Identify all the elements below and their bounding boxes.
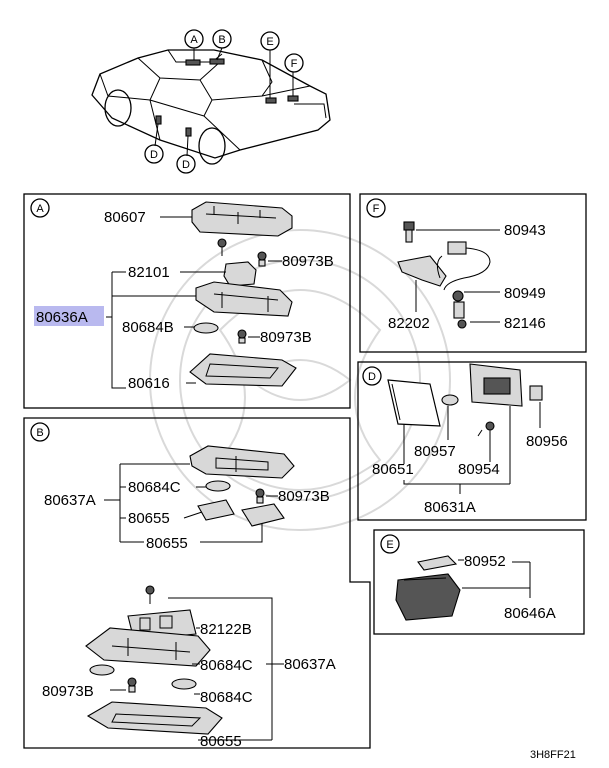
- panel-a: A 80607 82101 80973B: [23, 193, 351, 409]
- part-switch-wire[interactable]: [436, 241, 491, 291]
- car-marker-d-front[interactable]: D: [144, 144, 164, 164]
- part-80973b-bulb-3[interactable]: [255, 488, 265, 504]
- part-screw-a[interactable]: [217, 238, 227, 256]
- label-80684b[interactable]: 80684B: [122, 319, 174, 336]
- car-marker-e[interactable]: E: [260, 31, 280, 51]
- part-80684b-lens[interactable]: [193, 322, 219, 334]
- part-80973b-bulb-1[interactable]: [257, 251, 267, 267]
- svg-text:D: D: [368, 371, 376, 383]
- panel-b: B 80684C 80637A 80973B 80655: [23, 417, 371, 750]
- svg-text:F: F: [373, 203, 380, 215]
- label-82122b[interactable]: 82122B: [200, 621, 252, 638]
- highlight-80636a: [34, 306, 104, 326]
- car-marker-a[interactable]: A: [184, 29, 204, 49]
- label-82146[interactable]: 82146: [504, 315, 546, 332]
- part-80684c-lens-3[interactable]: [171, 678, 197, 690]
- label-80954[interactable]: 80954: [458, 461, 500, 478]
- svg-text:A: A: [36, 203, 44, 215]
- label-80636a[interactable]: 80636A: [36, 309, 88, 326]
- part-80952-bulb[interactable]: [417, 555, 458, 571]
- label-80684c-2[interactable]: 80684C: [200, 657, 253, 674]
- part-80684c-lens-2[interactable]: [89, 664, 115, 676]
- part-80616-cover[interactable]: [189, 353, 297, 387]
- car-marker-f[interactable]: F: [284, 53, 304, 73]
- part-lamp-housing-b-upper[interactable]: [189, 445, 295, 479]
- part-lamp-housing-b-lower[interactable]: [85, 627, 211, 667]
- diagram-code: 3H8FF21: [530, 749, 576, 761]
- label-80607[interactable]: 80607: [104, 209, 146, 226]
- car-marker-b[interactable]: B: [212, 29, 232, 49]
- part-80943-bolt[interactable]: [403, 221, 415, 243]
- panel-d-badge: D: [362, 366, 382, 386]
- svg-text:B: B: [36, 427, 43, 439]
- label-80655-3[interactable]: 80655: [200, 733, 242, 750]
- panel-b-badge: B: [30, 422, 50, 442]
- part-80957-bulb[interactable]: [441, 394, 459, 406]
- part-80973b-bulb-2[interactable]: [237, 329, 247, 344]
- label-80973b-1[interactable]: 80973B: [282, 253, 334, 270]
- label-80637a-1[interactable]: 80637A: [44, 492, 96, 509]
- label-82101[interactable]: 82101: [128, 264, 170, 281]
- part-screw-b[interactable]: [145, 585, 155, 604]
- label-80956[interactable]: 80956: [526, 433, 568, 450]
- car-overview: A B E F D D: [91, 29, 331, 174]
- part-80655-cover[interactable]: [86, 701, 223, 735]
- part-80651-lens[interactable]: [387, 379, 441, 427]
- svg-text:B: B: [218, 34, 225, 46]
- watermark-seal: [149, 229, 451, 531]
- label-80949[interactable]: 80949: [504, 285, 546, 302]
- label-80952[interactable]: 80952: [464, 553, 506, 570]
- part-80954-screw[interactable]: [477, 421, 495, 437]
- panel-e: E 80952 80646A: [373, 529, 585, 635]
- svg-text:D: D: [182, 159, 190, 171]
- label-80631a[interactable]: 80631A: [424, 499, 476, 516]
- svg-text:F: F: [291, 58, 298, 70]
- panel-e-badge: E: [380, 534, 400, 554]
- svg-text:A: A: [190, 34, 198, 46]
- label-80973b-2[interactable]: 80973B: [260, 329, 312, 346]
- label-80655-1[interactable]: 80655: [128, 510, 170, 527]
- label-80684c-3[interactable]: 80684C: [200, 689, 253, 706]
- svg-text:E: E: [266, 36, 273, 48]
- part-82202-bracket[interactable]: [397, 255, 447, 287]
- panel-f: F 80943 80949 82146 82202: [359, 193, 587, 353]
- label-80973b-3[interactable]: 80973B: [278, 488, 330, 505]
- part-80607-bracket[interactable]: [191, 201, 293, 237]
- panel-d: D 80956 80957 80651 80954 80631A: [357, 361, 587, 521]
- label-80973b-4[interactable]: 80973B: [42, 683, 94, 700]
- svg-text:D: D: [150, 149, 158, 161]
- part-82101-switch[interactable]: [223, 261, 257, 287]
- label-80655-2[interactable]: 80655: [146, 535, 188, 552]
- part-lamp-housing-a[interactable]: [195, 281, 293, 317]
- svg-text:E: E: [386, 539, 393, 551]
- label-80943[interactable]: 80943: [504, 222, 546, 239]
- part-82146-switch[interactable]: [452, 290, 467, 329]
- label-80616[interactable]: 80616: [128, 375, 170, 392]
- label-80637a-2[interactable]: 80637A: [284, 656, 336, 673]
- label-80684c-1[interactable]: 80684C: [128, 479, 181, 496]
- part-80655-plate-1[interactable]: [197, 499, 235, 521]
- part-80646a-lamp[interactable]: [395, 573, 461, 621]
- panel-f-badge: F: [366, 198, 386, 218]
- label-80957[interactable]: 80957: [414, 443, 456, 460]
- part-lamp-socket-d[interactable]: [469, 363, 523, 407]
- part-80655-plate-2[interactable]: [241, 503, 285, 527]
- label-80651[interactable]: 80651: [372, 461, 414, 478]
- panel-a-badge: A: [30, 198, 50, 218]
- part-80973b-bulb-4[interactable]: [127, 677, 137, 693]
- part-80684c-lens-1[interactable]: [205, 480, 231, 492]
- label-80646a[interactable]: 80646A: [504, 605, 556, 622]
- part-80956-clip[interactable]: [529, 385, 543, 401]
- label-82202[interactable]: 82202: [388, 315, 430, 332]
- car-marker-d-rear[interactable]: D: [176, 154, 196, 174]
